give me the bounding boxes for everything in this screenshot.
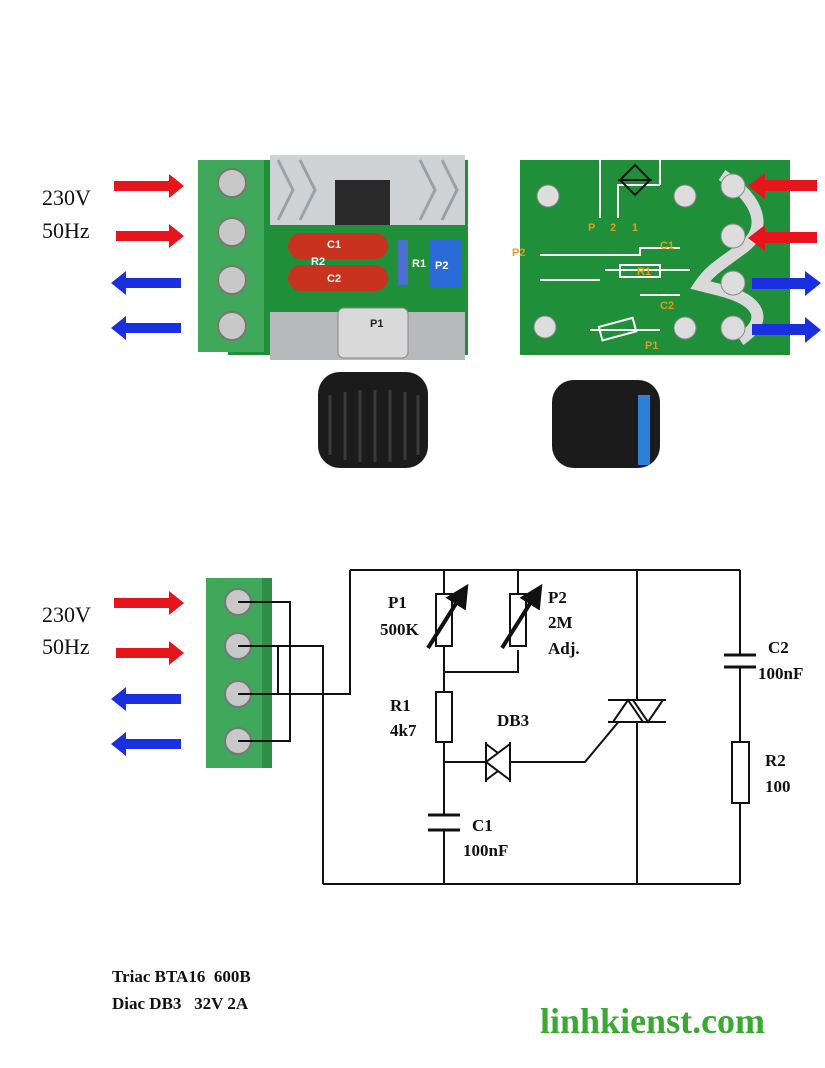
capacitor-c2 — [288, 265, 388, 291]
schematic-p1 — [426, 583, 469, 650]
component-notes: Triac BTA16 600B Diac DB3 32V 2A — [112, 963, 251, 1017]
schematic-supply-freq: 50Hz — [42, 634, 90, 659]
label-p2-note: Adj. — [548, 639, 580, 658]
bottom-arrows — [111, 591, 184, 756]
label-r1-name: R1 — [390, 696, 411, 715]
schematic-p2 — [500, 583, 543, 650]
potentiometer-p1 — [337, 307, 409, 359]
photo-label-p2: P2 — [435, 260, 449, 272]
terminal-screws — [217, 168, 247, 341]
top-left-board — [198, 155, 468, 468]
top-arrows — [111, 173, 821, 343]
back-label-p1: P1 — [645, 340, 659, 352]
out-arrow — [111, 316, 181, 340]
out-arrow — [111, 687, 181, 711]
knob — [318, 372, 428, 468]
back-label-r1: R1 — [637, 266, 652, 278]
label-p1-name: P1 — [388, 593, 407, 612]
trimmer-p2 — [430, 240, 462, 288]
top-supply-voltage: 230V — [42, 185, 91, 210]
knob-back — [552, 380, 660, 468]
label-p2-name: P2 — [548, 588, 567, 607]
schematic-r2 — [731, 741, 750, 804]
triac-symbol-overlay — [617, 163, 653, 197]
triac-package — [335, 180, 390, 225]
back-label-p2: P2 — [512, 247, 526, 259]
in-arrow — [748, 173, 817, 199]
label-db3: DB3 — [497, 711, 530, 730]
note-triac: Triac BTA16 600B — [112, 967, 251, 986]
photo-label-p1: P1 — [370, 318, 384, 330]
in-arrow — [114, 174, 184, 198]
in-arrow — [116, 641, 184, 665]
schematic-c2 — [724, 653, 756, 669]
label-c2-name: C2 — [768, 638, 789, 657]
back-label-pin-2: 2 — [610, 222, 617, 234]
pads — [533, 173, 746, 341]
label-r2-name: R2 — [765, 751, 786, 770]
schematic-triac — [608, 698, 666, 724]
knob-blue-strip — [638, 395, 650, 465]
schematic-r1 — [435, 691, 453, 743]
schematic-c1 — [428, 813, 460, 832]
schematic-terminal-block — [206, 578, 272, 768]
out-arrow — [111, 732, 181, 756]
resistor-r1 — [398, 240, 408, 285]
label-r1-value: 4k7 — [390, 721, 417, 740]
back-label-pin-1: 1 — [632, 222, 639, 234]
photo-label-r1: R1 — [412, 258, 427, 270]
schematic-db3 — [484, 742, 512, 782]
photo-label-r2: R2 — [311, 256, 326, 268]
capacitor-c1 — [288, 233, 388, 259]
photo-label-c1: C1 — [327, 239, 342, 251]
in-arrow — [114, 591, 184, 615]
out-arrow — [752, 317, 821, 343]
photo-label-c2: C2 — [327, 273, 342, 285]
top-right-board — [520, 134, 790, 468]
top-supply-freq: 50Hz — [42, 218, 90, 243]
back-label-c2: C2 — [660, 300, 675, 312]
schematic-supply-voltage: 230V — [42, 602, 91, 627]
in-arrow — [748, 225, 817, 251]
note-diac: Diac DB3 32V 2A — [112, 994, 249, 1013]
label-p2-value: 2M — [548, 613, 573, 632]
in-arrow — [116, 224, 184, 248]
label-p1-value: 500K — [380, 620, 419, 639]
schematic-wires — [238, 569, 741, 885]
brand-watermark: linhkienst.com — [540, 1001, 766, 1041]
label-c1-value: 100nF — [463, 841, 509, 860]
out-arrow — [111, 271, 181, 295]
label-r2-value: 100 — [765, 777, 791, 796]
copper-traces — [690, 169, 764, 345]
label-c2-value: 100nF — [758, 664, 804, 683]
back-label-c1: C1 — [660, 240, 675, 252]
out-arrow — [752, 271, 821, 296]
label-c1-name: C1 — [472, 816, 493, 835]
back-label-pin-p: P — [588, 222, 596, 234]
